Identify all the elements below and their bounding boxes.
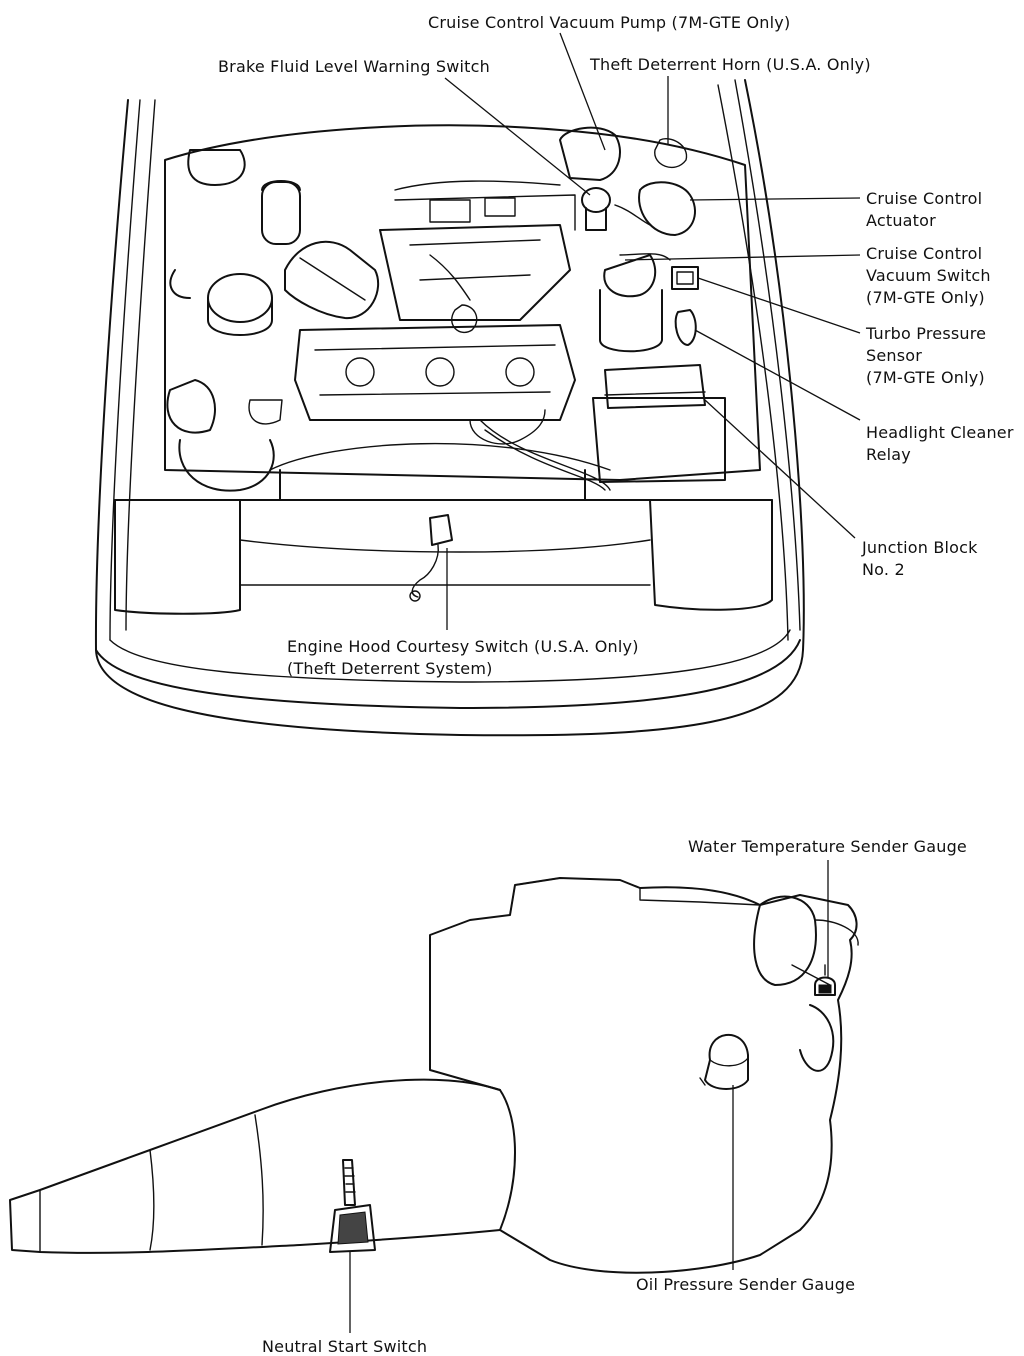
label-line: Junction Block [862, 538, 978, 557]
label-line: (7M-GTE Only) [866, 288, 985, 307]
label-brake-fluid-level-warning-switch: Brake Fluid Level Warning Switch [218, 57, 490, 76]
label-headlight-cleaner-relay: Headlight Cleaner Relay [866, 422, 1014, 466]
drivetrain-drawing [9, 877, 859, 1274]
label-cruise-control-vacuum-pump: Cruise Control Vacuum Pump (7M-GTE Only) [428, 13, 791, 32]
label-line: Vacuum Switch [866, 266, 991, 285]
label-line: Cruise Control [866, 244, 983, 263]
label-line: Actuator [866, 211, 936, 230]
label-cruise-control-vacuum-switch: Cruise Control Vacuum Switch (7M-GTE Onl… [866, 243, 991, 309]
label-line: Turbo Pressure [866, 324, 987, 343]
label-line: Relay [866, 445, 911, 464]
label-junction-block-no-2: Junction Block No. 2 [862, 537, 978, 581]
label-line: No. 2 [862, 560, 905, 579]
leader-lines [349, 32, 861, 1333]
engine-bay-drawing [94, 79, 805, 737]
label-line: Engine Hood Courtesy Switch (U.S.A. Only… [287, 637, 639, 656]
label-oil-pressure-sender-gauge: Oil Pressure Sender Gauge [636, 1275, 856, 1294]
label-engine-hood-courtesy-switch: Engine Hood Courtesy Switch (U.S.A. Only… [287, 636, 639, 680]
label-line: (7M-GTE Only) [866, 368, 985, 387]
label-water-temperature-sender-gauge: Water Temperature Sender Gauge [688, 837, 967, 856]
label-line: (Theft Deterrent System) [287, 659, 493, 678]
label-line: Sensor [866, 346, 923, 365]
label-cruise-control-actuator: Cruise Control Actuator [866, 188, 982, 232]
label-line: Cruise Control [866, 189, 983, 208]
label-turbo-pressure-sensor: Turbo Pressure Sensor (7M-GTE Only) [866, 323, 986, 389]
label-neutral-start-switch: Neutral Start Switch [262, 1337, 428, 1356]
label-line: Headlight Cleaner [866, 423, 1014, 442]
label-theft-deterrent-horn: Theft Deterrent Horn (U.S.A. Only) [590, 55, 871, 74]
